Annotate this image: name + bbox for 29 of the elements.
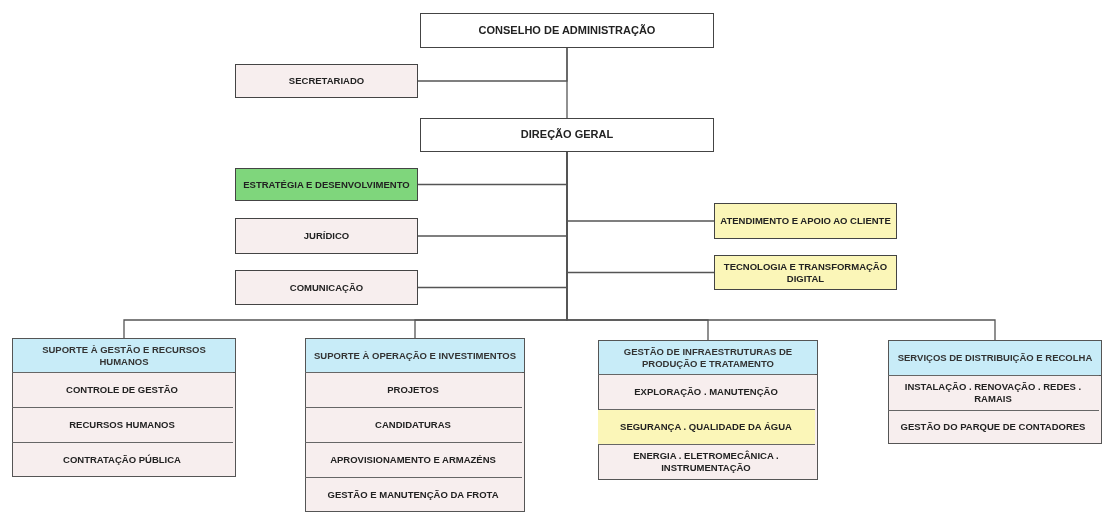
unit-row: GESTÃO E MANUTENÇÃO DA FROTA (304, 476, 522, 512)
department-panel (598, 340, 818, 480)
department-panel (12, 338, 236, 477)
unit-row: APROVISIONAMENTO E ARMAZÉNS (304, 441, 522, 477)
unit-box: JURÍDICO (235, 218, 418, 254)
unit-row: INSTALAÇÃO . RENOVAÇÃO . REDES . RAMAIS (887, 374, 1099, 410)
department-title: SERVIÇOS DE DISTRIBUIÇÃO E RECOLHA (889, 341, 1101, 376)
unit-row: CANDIDATURAS (304, 406, 522, 442)
unit-row: CONTROLE DE GESTÃO (11, 371, 233, 407)
unit-row: RECURSOS HUMANOS (11, 406, 233, 442)
department-title: SUPORTE À GESTÃO E RECURSOS HUMANOS (13, 339, 235, 373)
department-panel (305, 338, 525, 512)
unit-row: PROJETOS (304, 371, 522, 407)
department-title: GESTÃO DE INFRAESTRUTURAS DE PRODUÇÃO E TRATAMENTO (599, 341, 817, 375)
unit-row: ENERGIA . ELETROMECÂNICA . INSTRUMENTAÇÃO (597, 443, 815, 480)
management-box: DIREÇÃO GERAL (420, 118, 714, 152)
unit-row: GESTÃO DO PARQUE DE CONTADORES (887, 409, 1099, 444)
unit-box: COMUNICAÇÃO (235, 270, 418, 305)
unit-box: TECNOLOGIA E TRANSFORMAÇÃO DIGITAL (714, 255, 897, 290)
unit-box: ESTRATÉGIA E DESENVOLVIMENTO (235, 168, 418, 201)
department-title: SUPORTE À OPERAÇÃO E INVESTIMENTOS (306, 339, 524, 373)
board-box: CONSELHO DE ADMINISTRAÇÃO (420, 13, 714, 48)
unit-box: ATENDIMENTO E APOIO AO CLIENTE (714, 203, 897, 239)
unit-row: EXPLORAÇÃO . MANUTENÇÃO (597, 373, 815, 409)
unit-row: CONTRATAÇÃO PÚBLICA (11, 441, 233, 477)
department-panel (888, 340, 1102, 444)
connector-line (566, 47, 568, 119)
unit-row: SEGURANÇA . QUALIDADE DA ÁGUA (597, 408, 815, 444)
unit-box: SECRETARIADO (235, 64, 418, 98)
